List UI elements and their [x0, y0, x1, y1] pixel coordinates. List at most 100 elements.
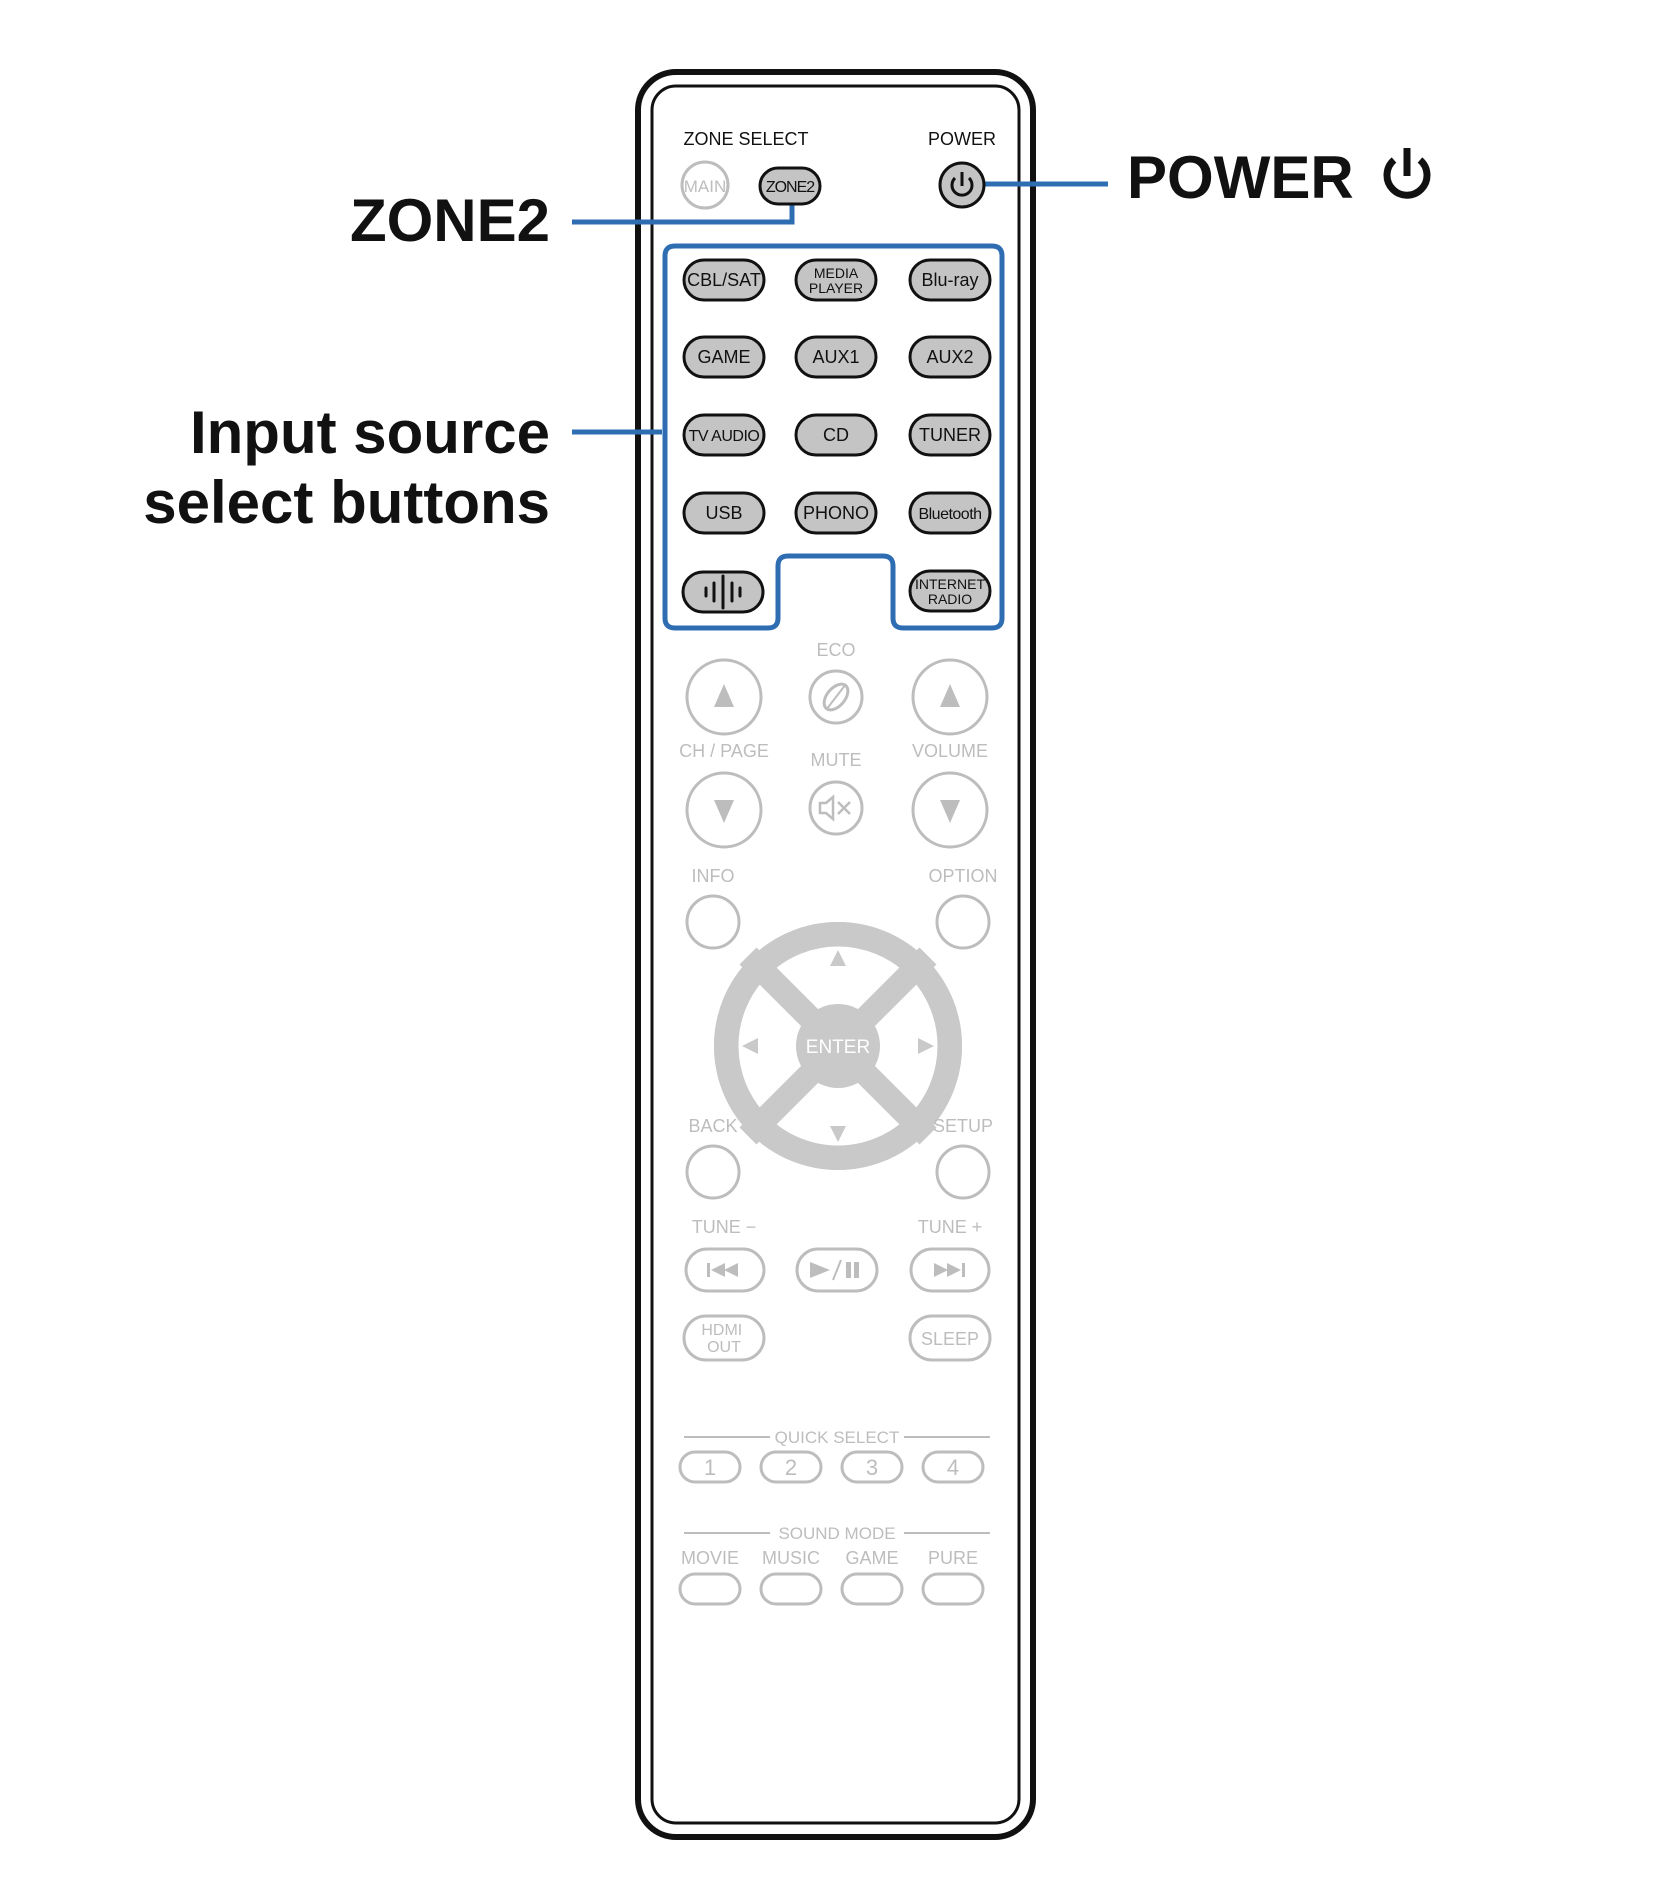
triangle-up-icon — [940, 684, 960, 707]
dpad-right[interactable] — [918, 1038, 934, 1054]
ch-page-up-button[interactable] — [685, 658, 763, 736]
enter-button[interactable]: ENTER — [796, 1004, 880, 1088]
mute-icon — [818, 794, 851, 822]
sleep-button[interactable]: SLEEP — [908, 1314, 992, 1362]
quick-select-label: 4 — [947, 1455, 959, 1480]
sound-mode-button-movie[interactable] — [678, 1572, 742, 1606]
input-button-cd[interactable]: CD — [794, 413, 878, 457]
sound-mode-label: SOUND MODE — [778, 1524, 895, 1543]
input-button-aux1[interactable]: AUX1 — [794, 335, 878, 379]
sound-mode-label-game: GAME — [845, 1548, 898, 1568]
main-button[interactable]: MAIN — [680, 160, 730, 210]
quick-select-2[interactable]: 2 — [759, 1450, 823, 1484]
eco-button[interactable] — [808, 669, 864, 725]
input-button-label: Blu-ray — [921, 270, 978, 290]
skip-forward-button[interactable] — [909, 1247, 991, 1293]
power-icon — [950, 172, 974, 197]
power-button[interactable] — [938, 161, 986, 209]
leaf-icon — [822, 682, 850, 712]
quick-select-4[interactable]: 4 — [921, 1450, 985, 1484]
arrow-right-icon — [918, 1038, 934, 1054]
input-button-label: PHONO — [803, 503, 869, 523]
sleep-label: SLEEP — [921, 1329, 979, 1349]
input-button-blu-ray[interactable]: Blu-ray — [908, 258, 992, 302]
heos-icon — [704, 574, 742, 610]
dpad-ring-outer-edge — [714, 922, 962, 1170]
zone2-button-label: ZONE2 — [766, 179, 815, 196]
input-button-game[interactable]: GAME — [682, 335, 766, 379]
input-button-tv-audio[interactable]: TV AUDIO — [682, 413, 766, 457]
main-button-label: MAIN — [684, 177, 727, 196]
callout-zone2: ZONE2 — [349, 187, 550, 254]
callout-input-source-line1: Input source — [189, 399, 550, 466]
setup-label: SETUP — [933, 1116, 993, 1136]
input-button-tuner[interactable]: TUNER — [908, 413, 992, 457]
input-button-usb[interactable]: USB — [682, 491, 766, 535]
quick-select-label: 3 — [866, 1455, 878, 1480]
quick-select-buttons: 1 2 3 4 — [678, 1450, 985, 1484]
input-button-label: GAME — [697, 347, 750, 367]
input-button-cbl-sat[interactable]: CBL/SAT — [682, 258, 766, 302]
volume-up-button[interactable] — [911, 658, 989, 736]
sound-mode-button-music[interactable] — [759, 1572, 823, 1606]
setup-button[interactable] — [935, 1144, 991, 1200]
dpad-down[interactable] — [830, 1126, 846, 1142]
dpad-left[interactable] — [742, 1038, 758, 1054]
input-button-phono[interactable]: PHONO — [794, 491, 878, 535]
zone2-button[interactable]: ZONE2 — [758, 166, 822, 206]
info-label: INFO — [692, 866, 735, 886]
sound-mode-button-game[interactable] — [840, 1572, 904, 1606]
hdmi-out-label: HDMI OUT — [701, 1322, 746, 1356]
skip-back-button[interactable] — [684, 1247, 766, 1293]
info-button[interactable] — [685, 894, 741, 950]
quick-select-1[interactable]: 1 — [678, 1450, 742, 1484]
heos-button[interactable] — [681, 570, 765, 614]
input-button-bluetooth[interactable]: Bluetooth — [908, 491, 992, 535]
volume-label: VOLUME — [912, 741, 988, 761]
power-icon — [1380, 144, 1434, 204]
sound-mode-button-pure[interactable] — [921, 1572, 985, 1606]
input-highlight-outline — [662, 243, 1005, 631]
enter-label: ENTER — [806, 1037, 870, 1058]
sound-mode-label-movie: MOVIE — [681, 1548, 739, 1568]
callout-line-zone2 — [572, 205, 795, 225]
sound-mode-label-music: MUSIC — [762, 1548, 820, 1568]
quick-select-3[interactable]: 3 — [840, 1450, 904, 1484]
power-label: POWER — [928, 129, 996, 149]
tune-plus-label: TUNE + — [918, 1217, 983, 1237]
quick-select-label: QUICK SELECT — [775, 1428, 900, 1447]
play-pause-button[interactable] — [795, 1247, 879, 1293]
callout-power: POWER — [1127, 143, 1434, 213]
triangle-down-icon — [714, 800, 734, 823]
input-button-label: TV AUDIO — [689, 428, 760, 445]
ch-page-down-button[interactable] — [685, 771, 763, 849]
dpad-up[interactable] — [830, 950, 846, 966]
input-button-label: AUX1 — [812, 347, 859, 367]
callout-input-source-line2: select buttons — [143, 469, 550, 536]
volume-down-button[interactable] — [911, 771, 989, 849]
play-pause-icon — [810, 1259, 859, 1281]
tune-minus-label: TUNE − — [692, 1217, 757, 1237]
mute-button[interactable] — [808, 780, 864, 836]
arrow-up-icon — [830, 950, 846, 966]
option-label: OPTION — [928, 866, 997, 886]
input-button-label: Bluetooth — [918, 506, 981, 523]
sound-mode-label-pure: PURE — [928, 1548, 978, 1568]
quick-select-label: 1 — [704, 1455, 716, 1480]
mute-label: MUTE — [811, 750, 862, 770]
hdmi-out-button[interactable]: HDMI OUT — [682, 1314, 766, 1362]
option-button[interactable] — [935, 894, 991, 950]
back-button[interactable] — [685, 1144, 741, 1200]
triangle-up-icon — [714, 684, 734, 707]
input-button-label: CBL/SAT — [687, 270, 761, 290]
eco-label: ECO — [816, 640, 855, 660]
input-button-aux2[interactable]: AUX2 — [908, 335, 992, 379]
ch-page-label: CH / PAGE — [679, 741, 769, 761]
quick-select-label: 2 — [785, 1455, 797, 1480]
